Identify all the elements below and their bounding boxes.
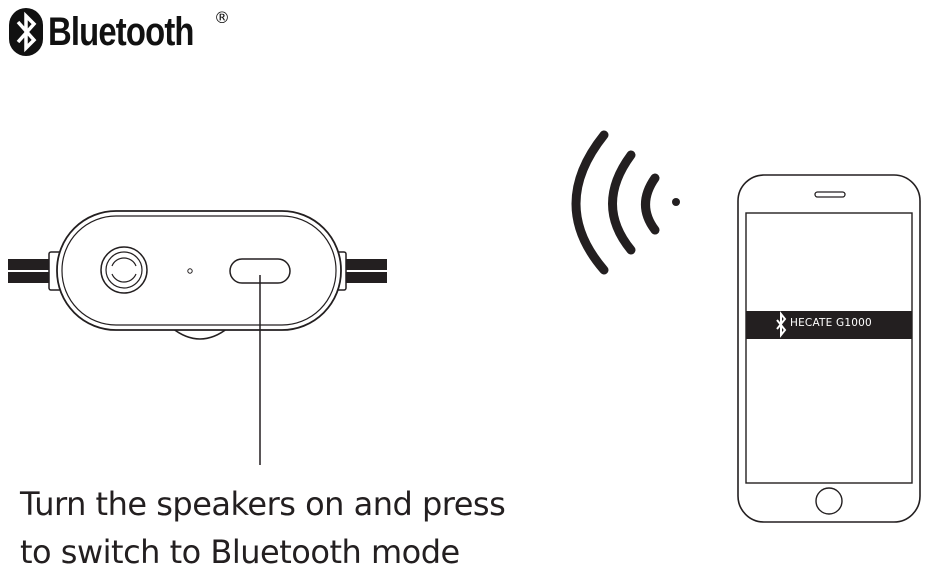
phone-screen: [745, 212, 913, 484]
cable-right: [345, 259, 387, 283]
wireless-signal-icon: [571, 130, 680, 275]
instruction-line-2: to switch to Bluetooth mode: [20, 533, 460, 571]
bluetooth-icon: [776, 311, 787, 338]
device-name-label: HECATE G1000: [790, 317, 872, 329]
bluetooth-logo: Bluetooth ®: [8, 6, 230, 58]
power-ring-button[interactable]: [100, 246, 148, 294]
cable-left: [8, 259, 50, 283]
bluetooth-device-list-item[interactable]: [746, 311, 912, 339]
indicator-led: [187, 268, 193, 274]
earpiece-speaker: [814, 191, 846, 198]
inline-remote: [56, 210, 342, 331]
home-button[interactable]: [815, 487, 843, 515]
bluetooth-icon: [9, 8, 43, 56]
instruction-caption: Turn the speakers on and press to switch…: [20, 480, 506, 576]
smartphone: [737, 174, 921, 523]
registered-mark: ®: [214, 8, 230, 27]
bluetooth-wordmark: Bluetooth: [48, 9, 194, 54]
instruction-line-1: Turn the speakers on and press: [20, 485, 506, 523]
